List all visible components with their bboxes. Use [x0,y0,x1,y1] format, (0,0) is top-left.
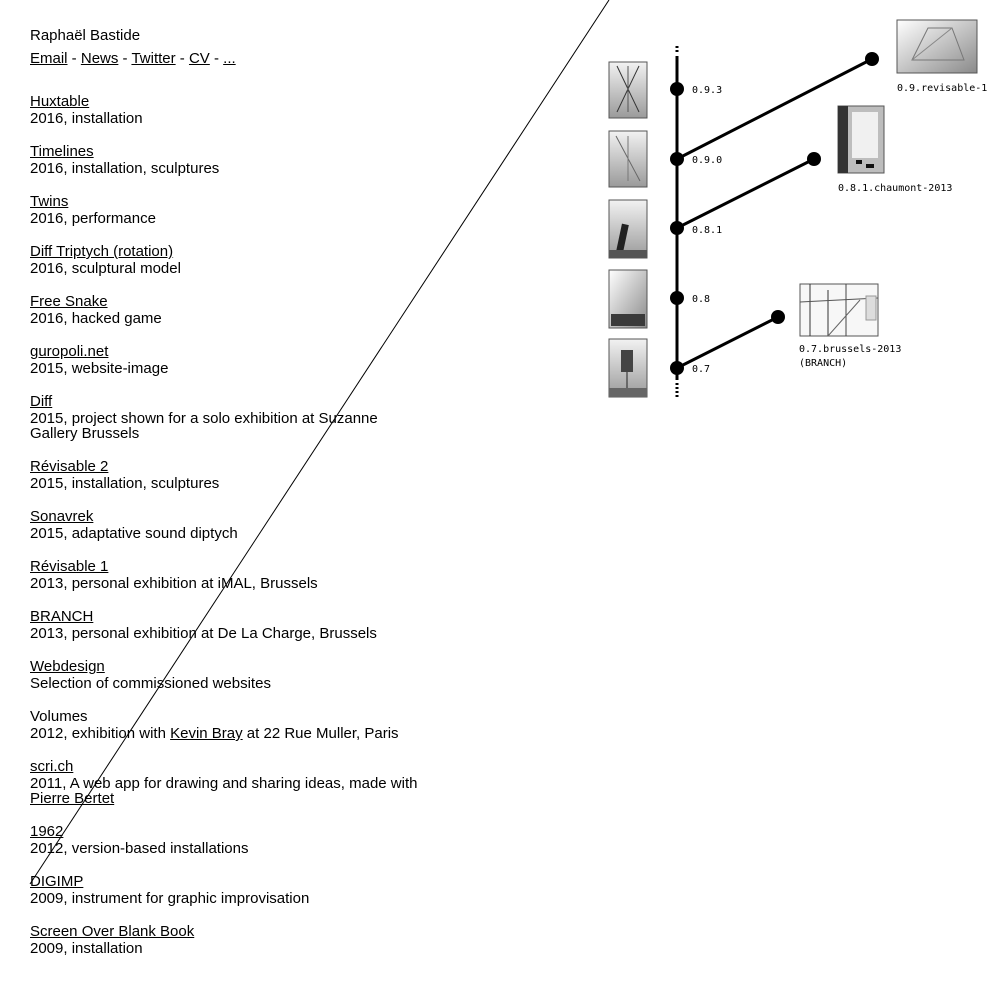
version-label: 0.7 [692,364,710,375]
project-title-link[interactable]: Révisable 2 [30,458,109,475]
branch-thumbnail[interactable] [896,19,978,74]
project-title-link[interactable]: Screen Over Blank Book [30,923,195,940]
branch-label[interactable]: 0.8.1.chaumont-2013 [838,183,952,194]
branch-line [676,315,779,370]
project-title-link[interactable]: Révisable 1 [30,558,109,575]
project-description: 2012, version-based installations [30,840,249,857]
link-separator: - [67,50,81,67]
version-thumbnail[interactable] [608,61,648,119]
version-label: 0.8 [692,294,710,305]
project-description: 2013, personal exhibition at iMAL, Bruss… [30,575,318,592]
project-title: Volumes [30,708,88,725]
branch-line [676,157,815,230]
branch-thumbnail[interactable] [837,105,885,174]
version-thumbnail[interactable] [608,338,648,398]
site-header: Raphaël Bastide Email - News - Twitter -… [30,27,236,68]
project-title-link[interactable]: scri.ch [30,758,74,775]
news-link[interactable]: News [80,50,119,67]
branch-node[interactable] [865,52,879,66]
project-title-link[interactable]: Twins [30,193,69,210]
project-description: 2016, installation [30,110,143,127]
branch-sublabel: (BRANCH) [799,358,847,369]
branch-label[interactable]: 0.7.brussels-2013 [799,344,901,355]
project-description: 2012, exhibition with Kevin Bray at 22 R… [30,726,420,741]
desc-text: at 22 Rue Muller, Paris [242,725,399,742]
project-description: 2009, instrument for graphic improvisati… [30,890,310,907]
project-title-link[interactable]: Free Snake [30,293,108,310]
header-links: Email - News - Twitter - CV - ... [30,50,236,68]
desc-text: 2011, A web app for drawing and sharing … [30,775,418,792]
version-thumbnail[interactable] [608,199,648,259]
version-thumbnail[interactable] [608,130,648,188]
version-node[interactable] [670,82,684,96]
more-link[interactable]: ... [223,50,236,67]
project-title-link[interactable]: 1962 [30,823,64,840]
project-description: 2016, hacked game [30,310,162,327]
branch-node[interactable] [771,310,785,324]
version-node[interactable] [670,361,684,375]
collaborator-link[interactable]: Kevin Bray [170,725,243,742]
project-description: 2016, performance [30,210,156,227]
project-title-link[interactable]: Timelines [30,143,94,160]
link-separator: - [209,50,224,67]
project-title-link[interactable]: Huxtable [30,93,90,110]
project-description: 2016, installation, sculptures [30,160,220,177]
project-title-link[interactable]: Diff Triptych (rotation) [30,243,174,260]
branch-thumbnail[interactable] [799,283,879,337]
project-description: 2015, project shown for a solo exhibitio… [30,410,378,442]
project-description: 2015, installation, sculptures [30,475,220,492]
project-description: 2009, installation [30,940,143,957]
version-label: 0.9.3 [692,85,722,96]
link-separator: - [118,50,132,67]
version-node[interactable] [670,291,684,305]
project-description: 2015, adaptative sound diptych [30,525,238,542]
twitter-link[interactable]: Twitter [131,50,176,67]
project-title-link[interactable]: BRANCH [30,608,94,625]
branch-node[interactable] [807,152,821,166]
branch-line [676,57,873,161]
project-description: Selection of commissioned websites [30,675,271,692]
version-node[interactable] [670,152,684,166]
project-description: 2016, sculptural model [30,260,181,277]
project-description: 2011, A web app for drawing and sharing … [30,776,420,806]
version-node[interactable] [670,221,684,235]
branch-label[interactable]: 0.9.revisable-1 [897,83,987,94]
email-link[interactable]: Email [30,50,68,67]
project-title-link[interactable]: Webdesign [30,658,105,675]
project-title-link[interactable]: guropoli.net [30,343,109,360]
project-description: 2013, personal exhibition at De La Charg… [30,625,377,642]
desc-text: 2012, exhibition with [30,725,171,742]
version-label: 0.8.1 [692,225,722,236]
diagonal-line [29,0,610,885]
link-separator: - [175,50,189,67]
cv-link[interactable]: CV [188,50,210,67]
list-item: Diff Triptych (rotation)2016, sculptural… [30,243,420,276]
project-title-link[interactable]: DIGIMP [30,873,84,890]
artist-name: Raphaël Bastide [30,27,141,44]
project-description: 2015, website-image [30,360,169,377]
version-label: 0.9.0 [692,155,722,166]
project-title-link[interactable]: Sonavrek [30,508,94,525]
version-thumbnail[interactable] [608,269,648,329]
collaborator-link[interactable]: Pierre Bertet [30,790,115,807]
project-title-link[interactable]: Diff [30,393,53,410]
